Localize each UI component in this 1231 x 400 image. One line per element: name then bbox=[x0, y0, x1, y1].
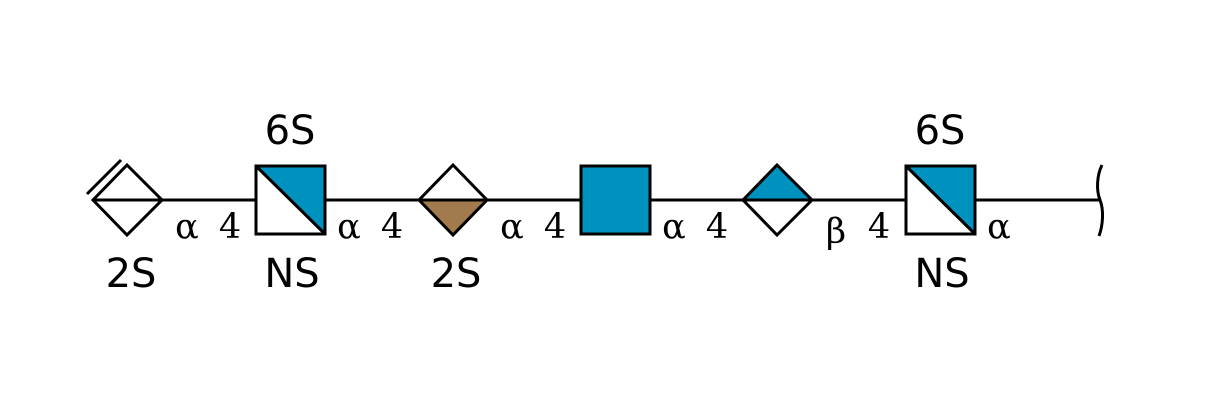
residue-6-top-label: 6S bbox=[915, 108, 966, 154]
linkage-4-anomer: α bbox=[662, 207, 686, 247]
residue-2-bottom-label: NS bbox=[264, 251, 319, 297]
residue-1-unsaturation-line bbox=[85, 158, 123, 196]
linkage-5-position: 4 bbox=[868, 207, 890, 247]
linkage-3-anomer: α bbox=[500, 207, 524, 247]
residue-3-brown-bottom bbox=[419, 200, 487, 235]
bond-lines bbox=[162, 164, 1104, 237]
residue-2-diagonal bbox=[254, 164, 327, 236]
linkage-1-anomer: α bbox=[175, 207, 199, 247]
residue-3-idoa bbox=[416, 162, 490, 238]
residue-6-outline bbox=[904, 164, 977, 236]
residue-1-bottom-label: 2S bbox=[106, 251, 157, 297]
linkage-1-position: 4 bbox=[219, 207, 241, 247]
residue-5-outline bbox=[740, 162, 815, 238]
residue-5-glca bbox=[740, 162, 815, 238]
residue-4-glc bbox=[579, 164, 652, 236]
residue-2-glcn bbox=[254, 164, 327, 236]
residue-6-glcn bbox=[904, 164, 977, 236]
residue-6-diagonal bbox=[904, 164, 977, 236]
residue-5-white-bottom bbox=[743, 200, 812, 235]
linkage-5-anomer: β bbox=[826, 212, 846, 252]
linkage-4-position: 4 bbox=[706, 207, 728, 247]
residue-6-bottom-label: NS bbox=[914, 251, 969, 297]
residue-3-bottom-label: 2S bbox=[431, 251, 482, 297]
linkage-3-position: 4 bbox=[544, 207, 566, 247]
substituent-labels: 2S 6S NS 2S 6S NS bbox=[106, 108, 970, 297]
linkage-2-position: 4 bbox=[381, 207, 403, 247]
linkage-labels: α 4 α 4 α 4 α 4 β 4 α bbox=[175, 207, 1011, 252]
residue-2-top-label: 6S bbox=[265, 108, 316, 154]
residue-5-blue-top bbox=[743, 165, 812, 200]
linkage-6-anomer: α bbox=[987, 207, 1011, 247]
residue-3-outline bbox=[416, 162, 490, 238]
residue-1-unsaturated-uronic-acid bbox=[85, 158, 165, 238]
residue-3-white-top bbox=[419, 165, 487, 200]
residue-4-square bbox=[579, 164, 652, 236]
linkage-2-anomer: α bbox=[337, 207, 361, 247]
residue-2-outline bbox=[254, 164, 327, 236]
reducing-end-bracket bbox=[1096, 164, 1104, 237]
